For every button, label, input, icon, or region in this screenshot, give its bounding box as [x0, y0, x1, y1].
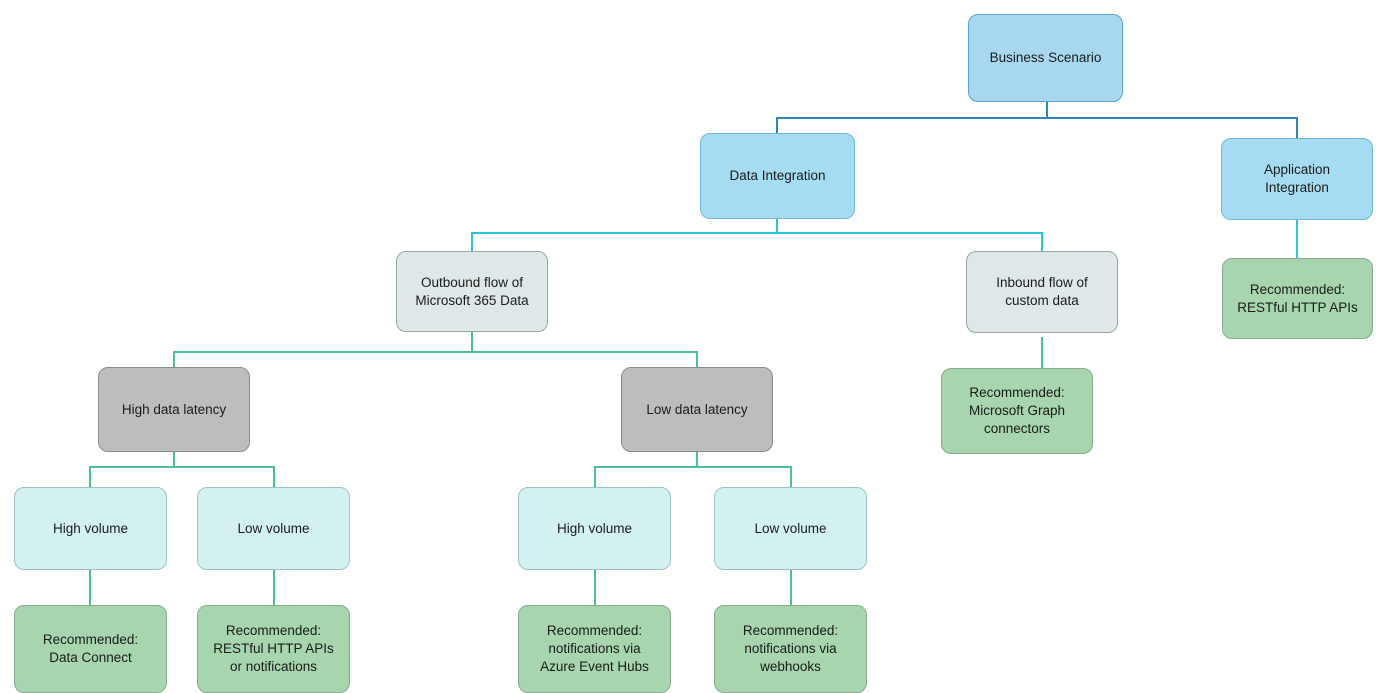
connector-outbound-flow-bus	[173, 351, 698, 353]
node-recommendation-inbound-flow[interactable]: Recommended: Microsoft Graph connectors	[941, 368, 1093, 454]
connector-low-volume-a-to-recommendation	[273, 570, 275, 605]
connector-low-latency-to-high-volume	[594, 466, 596, 487]
connector-high-latency-to-low-volume	[273, 466, 275, 487]
connector-inbound-flow-to-recommendation	[1041, 337, 1043, 368]
connector-low-volume-b-to-recommendation	[790, 570, 792, 605]
connector-low-latency-stem	[696, 451, 698, 467]
connector-outbound-flow-stem	[471, 331, 473, 352]
connector-high-volume-a-to-recommendation	[89, 570, 91, 605]
node-high-volume-high-latency[interactable]: High volume	[14, 487, 167, 570]
node-outbound-flow[interactable]: Outbound flow of Microsoft 365 Data	[396, 251, 548, 332]
connector-root-to-data-integration	[776, 117, 778, 134]
connector-high-latency-stem	[173, 451, 175, 467]
node-low-volume-low-latency[interactable]: Low volume	[714, 487, 867, 570]
connector-high-latency-bus	[89, 466, 275, 468]
node-recommendation-data-connect[interactable]: Recommended: Data Connect	[14, 605, 167, 693]
connector-data-integration-stem	[776, 218, 778, 233]
connector-data-integration-bus	[471, 232, 1043, 234]
connector-to-high-data-latency	[173, 351, 175, 368]
node-recommendation-application-integration[interactable]: Recommended: RESTful HTTP APIs	[1222, 258, 1373, 339]
connector-root-stem	[1046, 101, 1048, 118]
node-inbound-flow[interactable]: Inbound flow of custom data	[966, 251, 1118, 333]
node-business-scenario[interactable]: Business Scenario	[968, 14, 1123, 102]
connector-root-to-application-integration	[1296, 117, 1298, 139]
node-application-integration[interactable]: Application Integration	[1221, 138, 1373, 220]
connector-root-bus	[776, 117, 1298, 119]
connector-low-latency-bus	[594, 466, 792, 468]
connector-high-volume-b-to-recommendation	[594, 570, 596, 605]
connector-high-latency-to-high-volume	[89, 466, 91, 487]
connector-to-inbound-flow	[1041, 232, 1043, 252]
node-recommendation-restful-or-notifications[interactable]: Recommended: RESTful HTTP APIs or notifi…	[197, 605, 350, 693]
connector-application-integration-to-recommendation	[1296, 219, 1298, 259]
node-low-data-latency[interactable]: Low data latency	[621, 367, 773, 452]
connector-low-latency-to-low-volume	[790, 466, 792, 487]
node-high-data-latency[interactable]: High data latency	[98, 367, 250, 452]
connector-to-outbound-flow	[471, 232, 473, 252]
node-data-integration[interactable]: Data Integration	[700, 133, 855, 219]
connector-to-low-data-latency	[696, 351, 698, 368]
node-high-volume-low-latency[interactable]: High volume	[518, 487, 671, 570]
node-recommendation-azure-event-hubs[interactable]: Recommended: notifications via Azure Eve…	[518, 605, 671, 693]
node-low-volume-high-latency[interactable]: Low volume	[197, 487, 350, 570]
node-recommendation-webhooks[interactable]: Recommended: notifications via webhooks	[714, 605, 867, 693]
